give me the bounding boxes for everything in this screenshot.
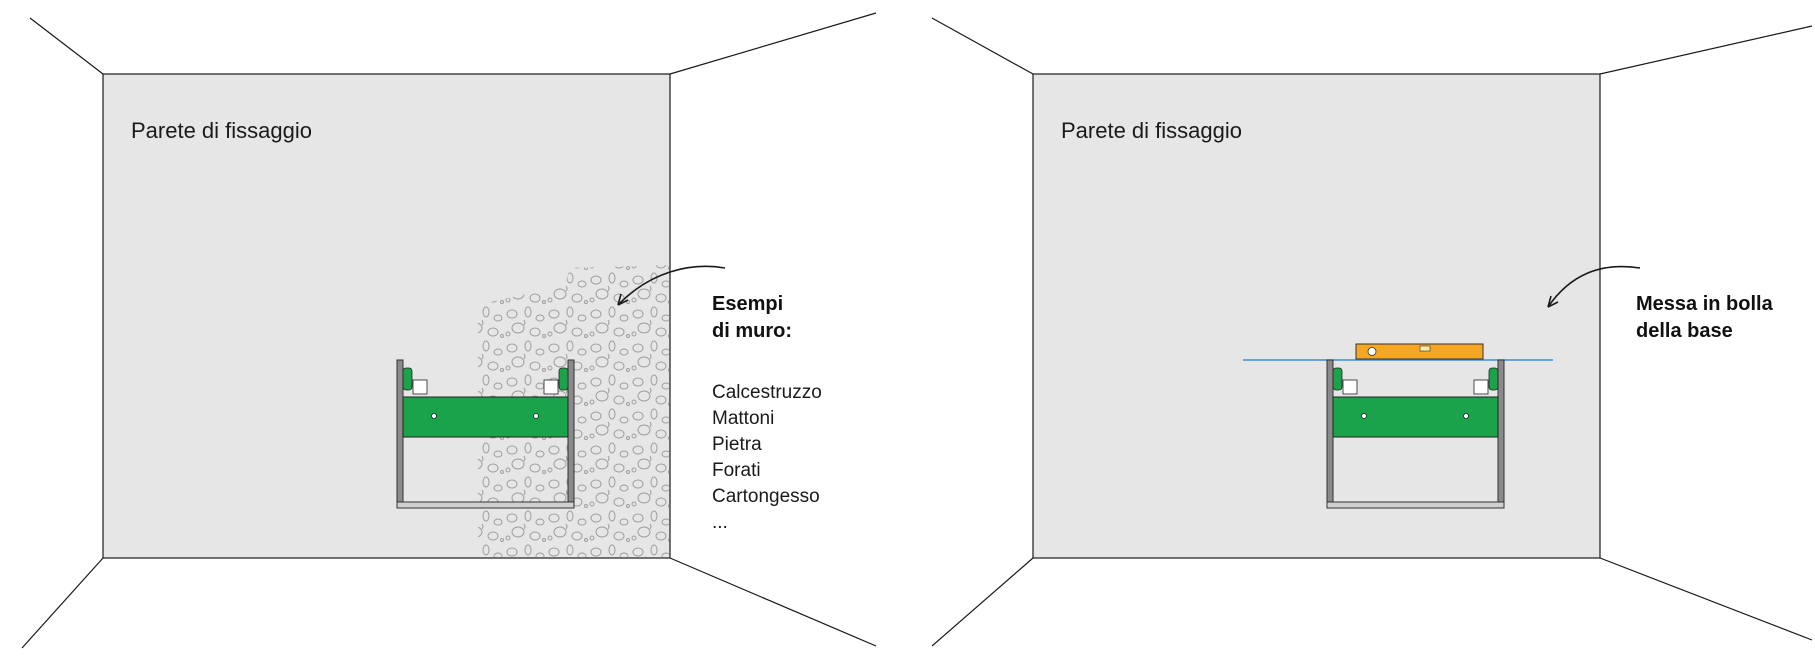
callout-title-line-1: Esempi [712,293,783,315]
base-frame [1326,359,1505,509]
callout-arrow [617,265,726,306]
spirit-level-body [1355,343,1484,360]
list-item: ... [712,512,728,533]
spirit-level-bubble-vial [1367,347,1377,356]
room-edge-top-left [931,17,1034,75]
callout-title-line-2: di muro: [712,320,792,342]
callout-arrow [1547,265,1641,308]
callout-title-line-1: Messa in bolla [1636,293,1774,315]
beam-hole-left [431,413,437,419]
beam-hole-left [1361,413,1367,419]
wall-types-list: Calcestruzzo Mattoni Pietra Forati Carto… [712,382,822,533]
frame-bottom-rail [396,501,575,509]
fixing-wall [1032,73,1601,559]
frame-post-right [567,359,575,509]
base-beam [402,396,569,438]
wall-label: Parete di fissaggio [131,118,312,143]
panel-left: Parete di fissaggio Esempi di muro: Calc… [21,12,877,649]
frame-post-left [396,359,404,509]
beam-hole-right [1463,413,1469,419]
room-edge-bottom-left [931,557,1034,647]
list-item: Forati [712,460,761,481]
bracket-left [1332,367,1343,391]
base-beam [1332,396,1499,438]
list-item: Mattoni [712,408,774,429]
bracket-right [1488,367,1499,391]
list-item: Cartongesso [712,486,820,507]
room-edge-top-right [669,12,877,75]
bracket-right [558,367,569,391]
list-item: Calcestruzzo [712,382,822,403]
callout-title-line-2: della base [1636,320,1733,342]
frame-bottom-rail [1326,501,1505,509]
bracket-left [402,367,413,391]
bolt-left [412,379,428,395]
room-edge-top-right [1599,25,1813,75]
room-edge-bottom-left [21,557,104,649]
bolt-right [543,379,559,395]
beam-hole-right [533,413,539,419]
spirit-level-center-vial [1419,345,1431,352]
bolt-right [1473,379,1489,395]
spirit-level [1355,343,1484,360]
frame-post-right [1497,359,1505,509]
room-edge-bottom-right [1599,557,1813,641]
bolt-left [1342,379,1358,395]
base-frame [396,359,575,509]
list-item: Pietra [712,434,762,455]
room-edge-bottom-right [669,557,877,647]
wall-label: Parete di fissaggio [1061,118,1242,143]
frame-post-left [1326,359,1334,509]
room-edge-top-left [29,17,104,75]
panel-right: Parete di fissaggio Messa in bolla de [931,17,1813,647]
